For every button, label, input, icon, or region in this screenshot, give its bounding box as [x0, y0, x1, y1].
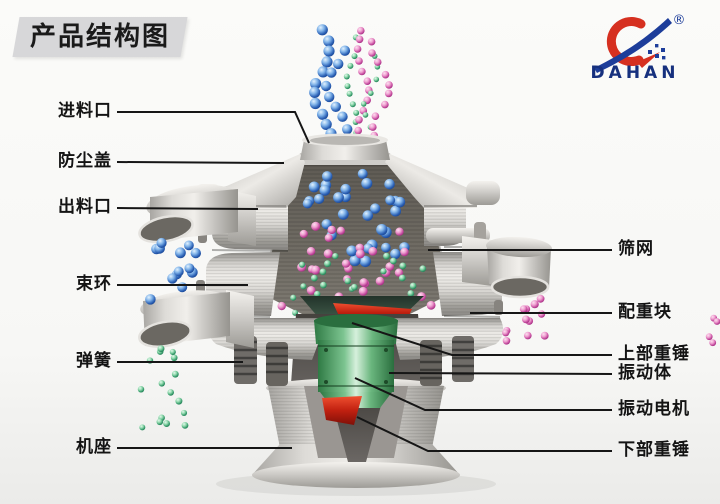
label-dust-cover: 防尘盖 [58, 151, 112, 171]
feed-inlet [300, 133, 390, 160]
cover-rim-right [466, 181, 500, 205]
leader-line-vibration-body [388, 372, 613, 375]
label-discharge-outlet: 出料口 [58, 197, 112, 217]
dahan-logo-text: DAHAN [591, 63, 680, 83]
springs [234, 336, 474, 386]
label-vibration-body: 振动体 [618, 363, 672, 383]
leader-line-vibration-motor [354, 377, 612, 411]
outlet-spout-right [462, 236, 552, 299]
particles-outlet-right [502, 294, 720, 347]
leader-lines [116, 111, 613, 452]
registered-mark: ® [673, 13, 686, 28]
particles-inside [277, 168, 436, 316]
leader-line-upper-weight [351, 322, 612, 356]
dahan-logo: ® DAHAN [591, 13, 686, 83]
leader-line-lower-weight [356, 416, 612, 452]
label-spring: 弹簧 [76, 351, 112, 371]
leader-line-dust-cover [116, 161, 285, 164]
label-clamp-ring: 束环 [76, 274, 112, 294]
leader-line-discharge-outlet [116, 207, 259, 210]
label-vibration-motor: 振动电机 [618, 399, 690, 419]
page-title: 产品结构图 [12, 17, 188, 57]
label-counterweight: 配重块 [618, 302, 672, 322]
label-machine-base: 机座 [76, 437, 112, 457]
label-lower-weight: 下部重锤 [618, 440, 690, 460]
leader-line-feed-inlet [117, 111, 310, 144]
outlet-spout-upper [138, 184, 256, 246]
particles-outlet-lower [137, 345, 189, 431]
lower-weight-block [322, 396, 362, 425]
vibration-motor [314, 314, 398, 408]
particle-streams-inflow [309, 24, 393, 151]
label-upper-weight: 上部重锤 [618, 344, 690, 364]
dahan-logo-mark: ® [594, 13, 686, 73]
label-feed-inlet: 进料口 [58, 101, 112, 121]
label-screen-mesh: 筛网 [618, 239, 654, 259]
outlet-spout-lower [138, 290, 254, 348]
